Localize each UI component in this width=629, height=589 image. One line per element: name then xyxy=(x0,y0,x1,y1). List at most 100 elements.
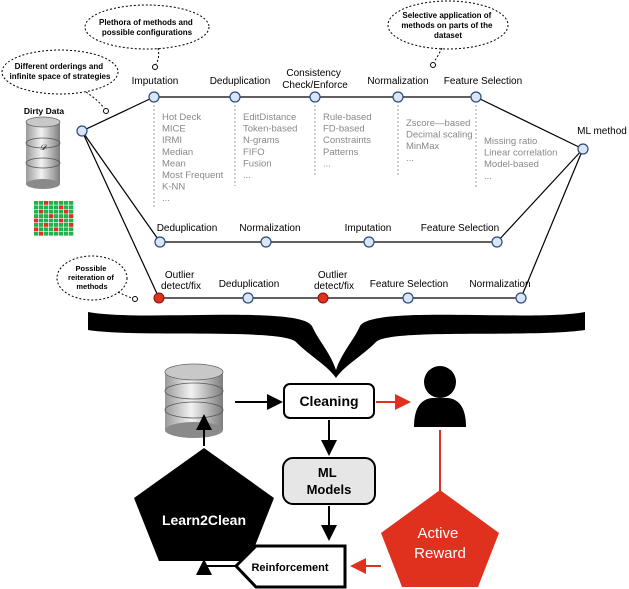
grid-cell xyxy=(59,214,64,218)
stage-node[interactable] xyxy=(229,91,241,103)
method-item: Missing ratio xyxy=(484,136,537,147)
reinforcement-box[interactable]: Reinforcement xyxy=(233,544,347,589)
row3-node-red[interactable] xyxy=(153,292,165,304)
grid-cell xyxy=(69,201,74,205)
row3-label-line2: detect/fix xyxy=(314,281,354,292)
active-reward-pentagon[interactable]: Active Reward xyxy=(381,490,499,587)
row2-node[interactable] xyxy=(260,236,272,248)
grid-cell xyxy=(34,218,39,223)
method-item: ... xyxy=(406,153,414,164)
grid-cell xyxy=(64,227,69,232)
grid-cell xyxy=(69,231,74,236)
row3-label: Outlier detect/fix xyxy=(314,270,354,292)
row2-node[interactable] xyxy=(491,236,503,248)
stage-label: Deduplication xyxy=(210,76,271,87)
grid-cell xyxy=(34,231,39,236)
grid-cell xyxy=(54,231,59,236)
grid-cell xyxy=(59,201,64,205)
grid-cell xyxy=(69,227,74,232)
row2-node[interactable] xyxy=(363,236,375,248)
method-item: Model-based xyxy=(484,159,539,170)
method-item: Patterns xyxy=(323,147,359,158)
grid-cell xyxy=(34,205,39,210)
grid-cell xyxy=(44,205,49,210)
grid-cell xyxy=(39,231,44,236)
grid-cell xyxy=(49,231,54,236)
stage-deduplication: Deduplication xyxy=(210,76,271,103)
grid-cell xyxy=(44,231,49,236)
grid-cell xyxy=(69,205,74,210)
grid-cell xyxy=(34,209,39,214)
grid-cell xyxy=(39,201,44,205)
grid-cell xyxy=(64,205,69,210)
row3-node-red[interactable] xyxy=(317,292,329,304)
grid-cell xyxy=(49,209,54,214)
dirty-data-grid-icon xyxy=(34,201,74,236)
callout-plethora: Plethora of methods and possible configu… xyxy=(84,4,210,70)
grid-cell xyxy=(54,201,59,205)
learn2clean-label: Learn2Clean xyxy=(162,512,246,528)
grid-cell xyxy=(49,205,54,210)
grid-cell xyxy=(54,209,59,214)
stage-node[interactable] xyxy=(148,91,160,103)
callout-plethora-text: Plethora of methods and possible configu… xyxy=(99,18,195,37)
dirty-data: Dirty Data 𝒟 xyxy=(24,106,88,236)
row3-label-line1: Outlier xyxy=(318,270,348,281)
grid-cell xyxy=(69,209,74,214)
stage-node[interactable] xyxy=(392,91,404,103)
learn2clean-pentagon[interactable]: Learn2Clean xyxy=(134,448,274,561)
grid-cell xyxy=(59,205,64,210)
grid-cell xyxy=(44,209,49,214)
ml-models-box[interactable]: ML Models xyxy=(282,457,376,505)
grid-cell xyxy=(49,201,54,205)
workflow-database-icon xyxy=(164,363,224,438)
grid-cell xyxy=(69,218,74,223)
row3-node[interactable] xyxy=(242,292,254,304)
stage-consistency: Consistency Check/Enforce xyxy=(282,68,348,103)
grid-cell xyxy=(34,223,39,227)
grid-cell xyxy=(54,218,59,223)
row3-label-line2: detect/fix xyxy=(161,281,201,292)
row2: Deduplication Normalization Imputation F… xyxy=(154,223,503,248)
stage-node[interactable] xyxy=(309,91,321,103)
grid-cell xyxy=(64,201,69,205)
database-icon: 𝒟 xyxy=(25,116,61,189)
row3-node[interactable] xyxy=(402,292,414,304)
grid-cell xyxy=(44,214,49,218)
callout-orderings-line2: infinite space of strategies xyxy=(10,72,111,81)
ml-models-line2: Models xyxy=(307,482,352,497)
grid-cell xyxy=(59,209,64,214)
active-reward-line1: Active xyxy=(417,525,458,542)
grid-cell xyxy=(54,214,59,218)
grid-cell xyxy=(64,223,69,227)
row2-node[interactable] xyxy=(154,236,166,248)
ml-models-label: ML Models xyxy=(307,465,352,497)
callout-selective: Selective application of methods on part… xyxy=(387,0,509,68)
method-item: Zscore—based xyxy=(406,118,470,129)
method-item: MICE xyxy=(162,124,186,135)
method-item: EditDistance xyxy=(243,112,296,123)
method-item: FIFO xyxy=(243,147,265,158)
callout-reiteration-text: Possible reiteration of methods xyxy=(68,264,116,291)
dirty-data-label: Dirty Data xyxy=(24,106,64,116)
method-item: Linear correlation xyxy=(484,148,557,159)
grid-cell xyxy=(59,218,64,223)
ml-method: ML method xyxy=(577,126,627,155)
stage-label-line1: Consistency xyxy=(286,68,340,79)
dirty-data-node[interactable] xyxy=(76,125,88,137)
stage-label: Feature Selection xyxy=(444,76,522,87)
grid-cell xyxy=(44,223,49,227)
reinforcement-label: Reinforcement xyxy=(251,562,328,574)
method-separators xyxy=(153,105,477,208)
grid-cell xyxy=(49,223,54,227)
cleaning-box[interactable]: Cleaning xyxy=(283,383,375,419)
row1: Imputation Deduplication Consistency Che… xyxy=(132,68,522,103)
row2-label: Normalization xyxy=(239,223,300,234)
row3-node[interactable] xyxy=(515,292,527,304)
grid-cell xyxy=(49,214,54,218)
method-item: Token-based xyxy=(243,124,297,135)
ml-method-node[interactable] xyxy=(577,143,589,155)
stage-node[interactable] xyxy=(470,91,482,103)
grid-cell xyxy=(34,214,39,218)
